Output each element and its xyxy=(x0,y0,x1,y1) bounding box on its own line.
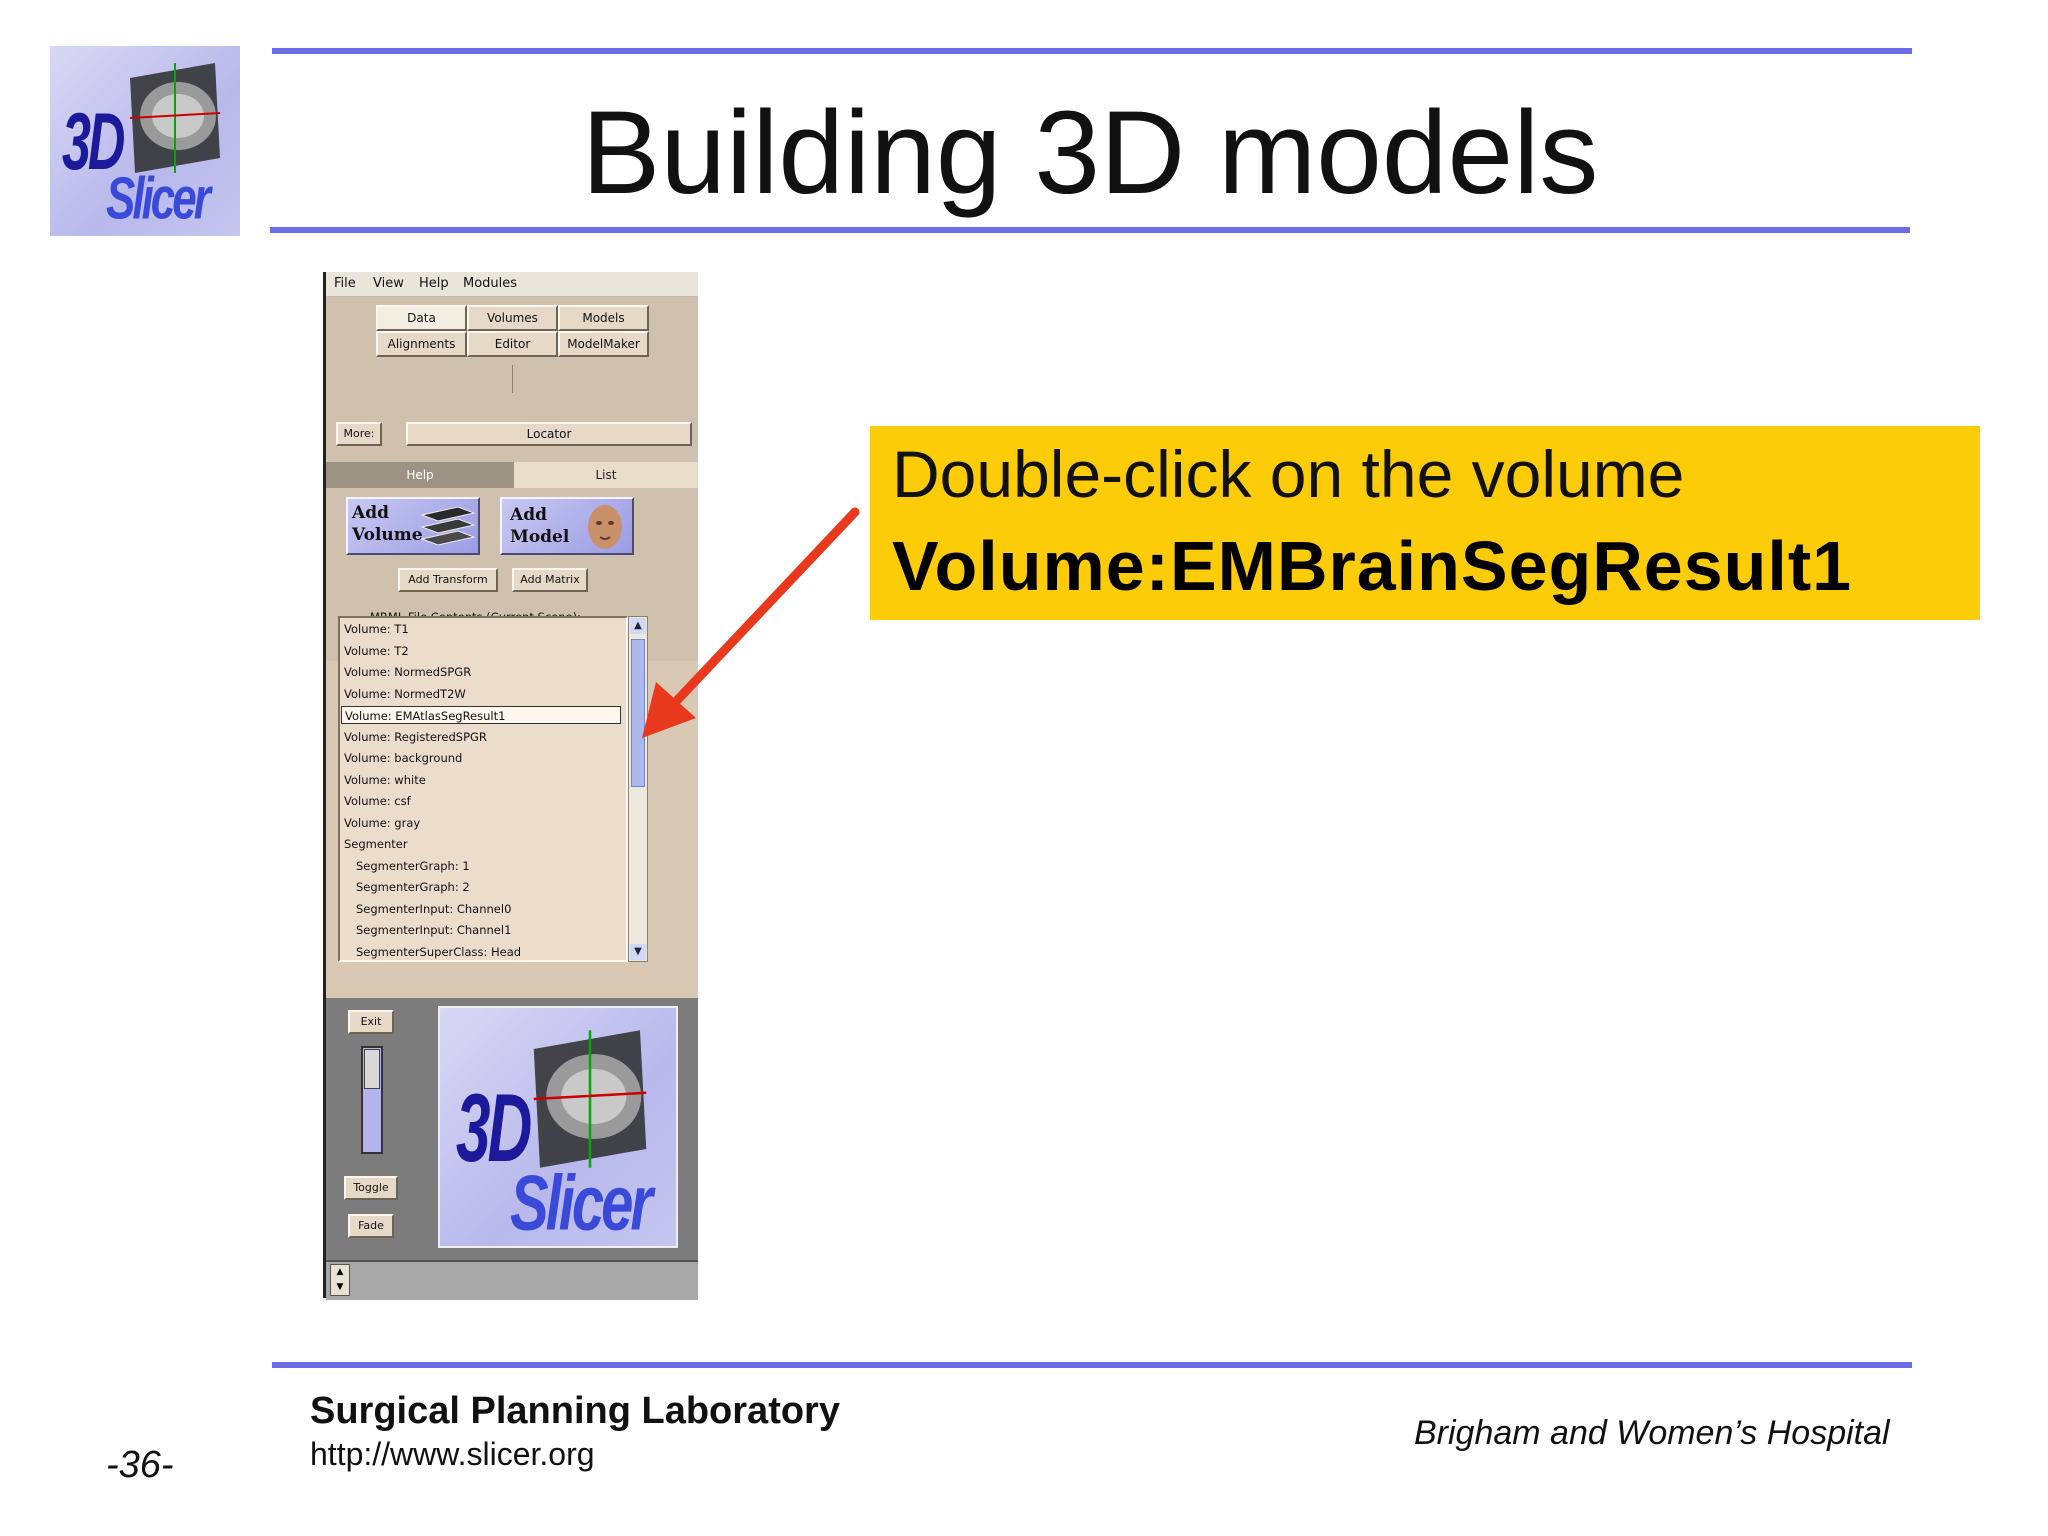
menu-bar: File View Help Modules xyxy=(326,272,698,297)
instruction-callout: Double-click on the volume Volume:EMBrai… xyxy=(870,426,1980,620)
footer-hospital: Brigham and Women’s Hospital xyxy=(1414,1414,1890,1452)
module-alignments-button[interactable]: Alignments xyxy=(376,331,467,357)
add-model-label-1: Add xyxy=(510,505,547,525)
tab-list[interactable]: List xyxy=(514,462,698,488)
toggle-button[interactable]: Toggle xyxy=(344,1176,398,1200)
callout-line-2: Volume:EMBrainSegResult1 xyxy=(892,527,1853,605)
page-number: -36- xyxy=(106,1444,174,1486)
list-item[interactable]: Volume: T1 xyxy=(344,622,409,636)
add-model-label-2: Model xyxy=(510,527,570,547)
add-transform-button[interactable]: Add Transform xyxy=(398,568,498,592)
brain-icon xyxy=(533,1030,647,1168)
add-volume-label-2: Volume xyxy=(352,525,423,545)
add-volume-label-1: Add xyxy=(352,503,389,523)
logo-3d-text: 3D xyxy=(62,97,126,188)
top-rule xyxy=(272,48,1912,54)
more-button[interactable]: More: xyxy=(336,422,382,446)
status-bar: ▲▼ xyxy=(326,1260,698,1300)
module-modelmaker-button[interactable]: ModelMaker xyxy=(558,331,649,357)
exit-button[interactable]: Exit xyxy=(348,1010,394,1034)
scroll-down-icon[interactable]: ▼ xyxy=(630,944,646,960)
logo-slicer-text: Slicer xyxy=(106,166,211,233)
list-scrollbar[interactable]: ▲ ▼ xyxy=(628,616,648,962)
menu-modules[interactable]: Modules xyxy=(463,276,518,291)
slide-title: Building 3D models xyxy=(581,87,1599,219)
module-panel: Data Volumes Models Alignments Editor Mo… xyxy=(326,297,698,661)
add-matrix-button[interactable]: Add Matrix xyxy=(512,568,588,592)
3d-view[interactable]: 3D Slicer xyxy=(438,1006,678,1248)
add-volume-button[interactable]: Add Volume xyxy=(346,497,480,555)
list-item[interactable]: SegmenterGraph: 2 xyxy=(356,880,470,894)
list-item[interactable]: SegmenterSuperClass: Head xyxy=(356,945,522,959)
list-item[interactable]: SegmenterInput: Channel1 xyxy=(356,923,512,937)
locator-button[interactable]: Locator xyxy=(406,422,692,446)
module-volumes-button[interactable]: Volumes xyxy=(467,305,558,331)
volume-stack-icon xyxy=(420,506,476,546)
list-item[interactable]: SegmenterInput: Channel0 xyxy=(356,902,512,916)
menu-view[interactable]: View xyxy=(373,276,404,291)
list-item[interactable]: Volume: csf xyxy=(344,794,411,808)
menu-file[interactable]: File xyxy=(334,276,356,291)
list-item[interactable]: Volume: T2 xyxy=(344,644,409,658)
module-models-button[interactable]: Models xyxy=(558,305,649,331)
view-logo-slicer-text: Slicer xyxy=(510,1159,653,1248)
list-item[interactable]: Volume: NormedSPGR xyxy=(344,665,472,679)
fade-button[interactable]: Fade xyxy=(348,1214,394,1238)
list-item[interactable]: Volume: background xyxy=(344,751,463,765)
mrml-listbox[interactable]: Volume: T1 Volume: T2 Volume: NormedSPGR… xyxy=(338,616,628,962)
head-model-icon xyxy=(588,505,622,549)
scroll-up-icon[interactable]: ▲ xyxy=(630,618,646,634)
brain-icon xyxy=(129,63,221,173)
module-editor-button[interactable]: Editor xyxy=(467,331,558,357)
module-data-button[interactable]: Data xyxy=(376,305,467,331)
footer-url: http://www.slicer.org xyxy=(310,1436,595,1472)
list-item[interactable]: Volume: NormedT2W xyxy=(344,687,466,701)
add-model-button[interactable]: Add Model xyxy=(500,497,634,555)
fade-slider[interactable] xyxy=(361,1046,383,1154)
callout-line-1: Double-click on the volume xyxy=(892,437,1685,511)
viewer-controls-area: Exit Toggle Fade 3D Slicer xyxy=(326,998,698,1260)
menu-help[interactable]: Help xyxy=(419,276,449,291)
list-item[interactable]: SegmenterGraph: 1 xyxy=(356,859,470,873)
list-item-selected[interactable]: Volume: EMAtlasSegResult1 xyxy=(341,706,621,724)
panel-divider xyxy=(512,365,513,393)
fade-slider-handle[interactable] xyxy=(364,1049,380,1089)
view-logo-3d-text: 3D xyxy=(456,1075,532,1183)
footer-lab-name: Surgical Planning Laboratory xyxy=(310,1390,840,1432)
list-item[interactable]: Volume: gray xyxy=(344,816,421,830)
list-item[interactable]: Volume: RegisteredSPGR xyxy=(344,730,487,744)
slicer-window: File View Help Modules Data Volumes Mode… xyxy=(323,272,698,1300)
slicer-logo: 3D Slicer xyxy=(50,46,240,236)
list-item[interactable]: Volume: white xyxy=(344,773,426,787)
pointer-arrow xyxy=(642,507,860,738)
list-item[interactable]: Segmenter xyxy=(344,837,408,851)
scroll-thumb[interactable] xyxy=(631,639,645,787)
spin-control[interactable]: ▲▼ xyxy=(330,1264,350,1296)
title-underline xyxy=(270,227,1910,233)
tab-help[interactable]: Help xyxy=(326,462,514,488)
footer-rule xyxy=(272,1362,1912,1368)
